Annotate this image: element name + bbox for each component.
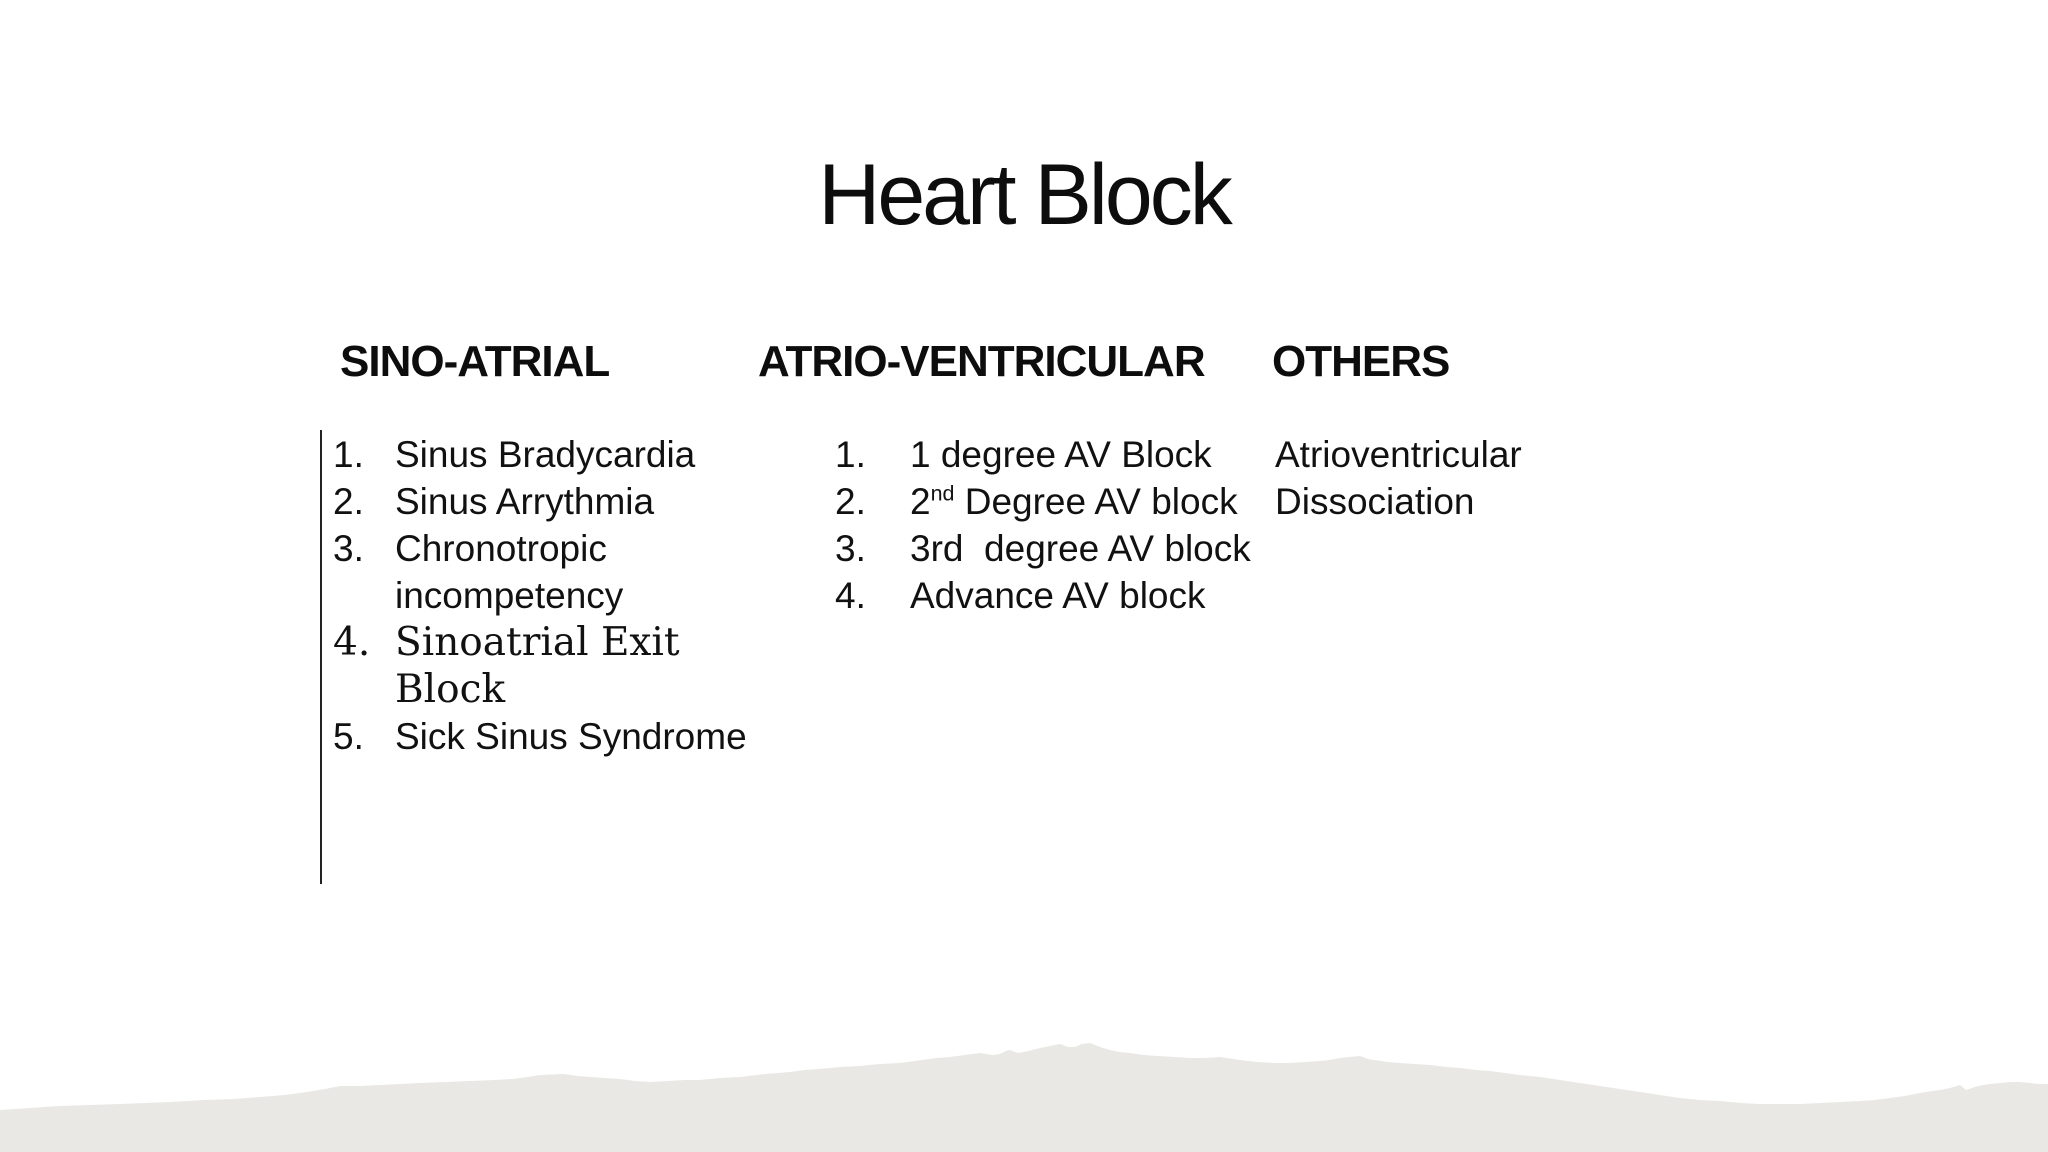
list-border-line — [320, 430, 322, 884]
list-item: 3. Chronotropic incompetency — [333, 525, 765, 619]
sino-atrial-list: 1. Sinus Bradycardia 2. Sinus Arrythmia … — [333, 431, 765, 760]
others-list-item: Atrioventricular Dissociation — [1275, 434, 1533, 522]
list-item: 3. 3rd degree AV block — [835, 525, 1360, 572]
ordinal-base: 2 — [910, 481, 931, 522]
atrio-ventricular-list: 1. 1 degree AV Block 2. 2nd Degree AV bl… — [835, 431, 1360, 619]
list-item-text: 2nd Degree AV block — [910, 478, 1360, 525]
list-item-number: 2. — [333, 481, 364, 522]
list-item-number: 4. — [835, 575, 866, 616]
torn-paper-footer — [0, 1043, 2048, 1152]
list-item: 4. Sinoatrial Exit Block — [333, 619, 765, 713]
list-item-text: Chronotropic incompetency — [395, 528, 624, 616]
list-item-text: 1 degree AV Block — [910, 434, 1212, 475]
list-item-text: 3rd degree AV block — [910, 528, 1251, 569]
column-header-atrio-ventricular: ATRIO-VENTRICULAR — [758, 337, 1206, 386]
list-item: 2. 2nd Degree AV block — [835, 478, 1360, 525]
list-item-number: 3. — [333, 528, 364, 569]
list-item: 4. Advance AV block — [835, 572, 1360, 619]
slide-title: Heart Block — [818, 147, 1233, 243]
list-item-text-rest: Degree AV block — [954, 481, 1238, 522]
list-item-number: 2. — [835, 481, 866, 522]
column-header-sino-atrial: SINO-ATRIAL — [340, 337, 610, 386]
column-header-others: OTHERS — [1272, 337, 1450, 386]
list-item-number: 5. — [333, 716, 364, 757]
list-item: 1. Sinus Bradycardia — [333, 431, 765, 478]
list-item-text: Advance AV block — [910, 575, 1206, 616]
ordinal-suffix: nd — [930, 481, 955, 506]
list-item-number: 3. — [835, 528, 866, 569]
list-item: 5. Sick Sinus Syndrome — [333, 713, 765, 760]
list-item-text: Sinoatrial Exit Block — [395, 620, 692, 712]
list-item-text: Sinus Arrythmia — [395, 481, 655, 522]
list-item: 2. Sinus Arrythmia — [333, 478, 765, 525]
list-item-text: Sick Sinus Syndrome — [395, 716, 747, 757]
list-item-number: 1. — [835, 434, 866, 475]
list-item-text: Sinus Bradycardia — [395, 434, 696, 475]
list-item-number: 4. — [333, 620, 371, 665]
list-item-number: 1. — [333, 434, 364, 475]
list-item: 1. 1 degree AV Block — [835, 431, 1360, 478]
